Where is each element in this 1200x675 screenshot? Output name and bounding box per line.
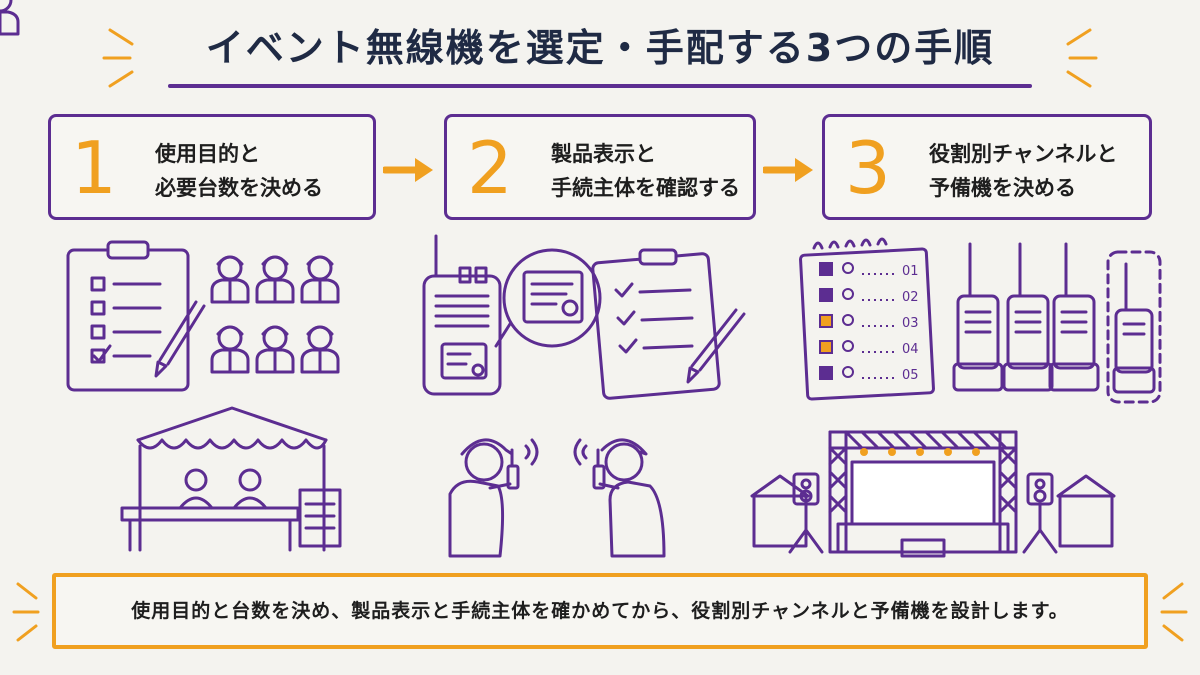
page-title: イベント無線機を選定・手配する3つの手順 [205, 26, 995, 70]
step-2-line1: 製品表示と [551, 142, 656, 166]
person-icon [842, 366, 854, 378]
channel-number: 04 [902, 342, 919, 357]
step-2-label: 製品表示と 手続主体を確認する [551, 137, 740, 205]
person-icon [842, 262, 854, 274]
channel-color-swatch [819, 288, 833, 302]
step-3-label: 役割別チャンネルと 予備機を決める [929, 137, 1117, 205]
step-1-label: 使用目的と 必要台数を決める [155, 137, 323, 205]
channel-color-swatch [819, 262, 833, 276]
channel-row: 03 [819, 314, 919, 331]
clipboard-checklist-icon [66, 240, 206, 392]
step-1-line2: 必要台数を決める [155, 176, 323, 200]
channel-row: 02 [819, 288, 919, 305]
channel-row: 01 [819, 262, 919, 279]
channel-assignment-notebook-icon [799, 237, 935, 401]
summary-banner: 使用目的と台数を決め、製品表示と手続主体を確かめてから、役割別チャンネルと予備機… [52, 573, 1148, 649]
channel-color-swatch [819, 340, 833, 354]
step-2-card: 2 製品表示と 手続主体を確認する [444, 114, 756, 220]
spare-radio-icon [1106, 250, 1162, 404]
person-icon [842, 314, 854, 326]
channel-color-swatch [819, 366, 833, 380]
arrow-right-icon [763, 158, 813, 182]
clipboard-checklist-icon [591, 248, 746, 400]
channel-row: 05 [819, 366, 919, 383]
step-1-number: 1 [71, 126, 117, 210]
staff-group-icon [0, 0, 340, 374]
step-3-line1: 役割別チャンネルと [929, 142, 1118, 166]
channel-number: 02 [902, 290, 919, 305]
step-1-line1: 使用目的と [155, 142, 260, 166]
event-stage-icon [750, 430, 1116, 558]
person-icon [842, 340, 854, 352]
speech-bubble-icon [494, 248, 602, 348]
channel-number: 01 [902, 264, 919, 279]
reception-tent-icon [120, 406, 342, 552]
step-3-line2: 予備機を決める [929, 176, 1076, 200]
stage-light-icon [860, 448, 980, 456]
step-2-line2: 手続主体を確認する [551, 176, 740, 200]
arrow-right-icon [383, 158, 433, 182]
channel-row: 04 [819, 340, 919, 357]
person-icon [842, 288, 854, 300]
title-underline [168, 84, 1032, 88]
staff-with-radio-icon [448, 438, 666, 558]
step-1-card: 1 使用目的と 必要台数を決める [48, 114, 376, 220]
channel-number: 03 [902, 316, 919, 331]
step-3-card: 3 役割別チャンネルと 予備機を決める [822, 114, 1152, 220]
step-2-number: 2 [467, 126, 513, 210]
radio-device-icon [422, 234, 502, 396]
step-3-number: 3 [845, 126, 891, 210]
channel-color-swatch [819, 314, 833, 328]
radio-fleet-icon [952, 242, 1100, 392]
channel-number: 05 [902, 368, 919, 383]
